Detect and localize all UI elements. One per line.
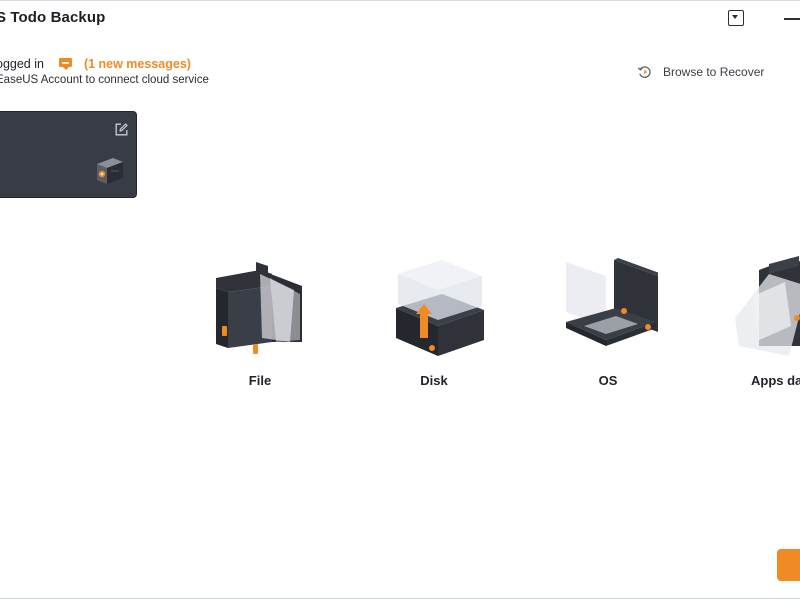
os-backup-icon bbox=[566, 258, 658, 346]
apps-data-backup-tile[interactable]: Apps da bbox=[735, 256, 800, 396]
disk-label: Disk bbox=[420, 373, 448, 388]
primary-action-button[interactable] bbox=[777, 549, 800, 581]
browse-to-recover-label: Browse to Recover bbox=[663, 65, 765, 79]
backup-device-icon bbox=[97, 158, 123, 184]
message-icon[interactable] bbox=[59, 58, 73, 70]
disk-backup-icon bbox=[396, 260, 484, 356]
edit-icon[interactable] bbox=[115, 123, 128, 136]
file-label: File bbox=[248, 373, 272, 388]
file-backup-icon bbox=[216, 262, 302, 354]
bottom-divider bbox=[0, 598, 800, 599]
file-backup-tile[interactable]: File bbox=[200, 256, 320, 396]
app-title: S Todo Backup bbox=[0, 9, 106, 26]
account-status: ogged in (1 new messages) bbox=[0, 57, 191, 71]
os-label: OS bbox=[598, 373, 618, 388]
os-backup-tile[interactable]: OS bbox=[548, 256, 668, 396]
apps-data-backup-icon bbox=[735, 256, 800, 356]
disk-backup-tile[interactable]: Disk bbox=[374, 256, 494, 396]
apps-data-label: Apps da bbox=[751, 373, 800, 388]
browse-to-recover-button[interactable]: Browse to Recover bbox=[638, 63, 764, 81]
dropdown-menu-icon[interactable] bbox=[728, 10, 744, 26]
new-messages-link[interactable]: (1 new messages) bbox=[83, 57, 191, 71]
backup-task-card[interactable] bbox=[0, 111, 137, 198]
account-status-text: ogged in bbox=[0, 57, 44, 71]
recover-clock-icon bbox=[638, 66, 651, 78]
minimize-icon[interactable] bbox=[784, 10, 800, 26]
account-hint: EaseUS Account to connect cloud service bbox=[0, 74, 209, 86]
